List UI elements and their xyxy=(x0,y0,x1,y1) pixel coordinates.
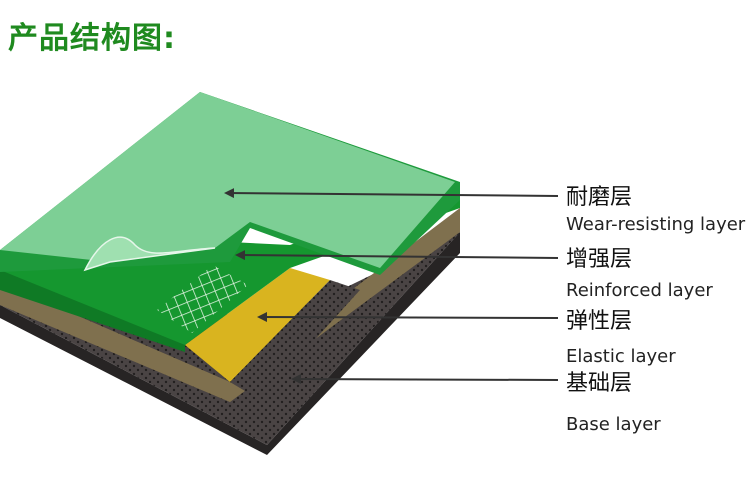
label-elastic-zh: 弹性层 xyxy=(566,309,632,334)
label-elastic-en: Elastic layer xyxy=(566,346,676,367)
label-base-en: Base layer xyxy=(566,414,661,435)
arrow-reinforced xyxy=(235,250,559,261)
labels: 耐磨层 Wear-resisting layer 增强层 Reinforced … xyxy=(566,185,746,435)
label-base-zh: 基础层 xyxy=(566,371,632,396)
arrow-elastic xyxy=(257,312,559,323)
arrow-base xyxy=(291,374,559,385)
wear-layer-top xyxy=(0,92,455,268)
arrows xyxy=(224,188,559,385)
arrow-wear xyxy=(224,188,559,199)
reinforced-layer-side xyxy=(0,270,185,352)
wear-resisting-layer xyxy=(0,92,460,275)
elastic-layer-side xyxy=(0,208,460,402)
label-wear-en: Wear-resisting layer xyxy=(566,214,746,235)
label-reinforced-en: Reinforced layer xyxy=(566,280,713,301)
elastic-layer-top xyxy=(185,268,330,382)
label-wear-zh: 耐磨层 xyxy=(566,185,632,210)
page-title: 产品结构图: xyxy=(8,21,176,56)
reinforced-layer xyxy=(0,182,460,352)
wear-layer-peel xyxy=(83,236,216,272)
label-reinforced-zh: 增强层 xyxy=(566,247,632,272)
elastic-layer xyxy=(0,208,460,402)
base-layer-side xyxy=(0,232,460,455)
reinforced-layer-top xyxy=(0,182,460,345)
